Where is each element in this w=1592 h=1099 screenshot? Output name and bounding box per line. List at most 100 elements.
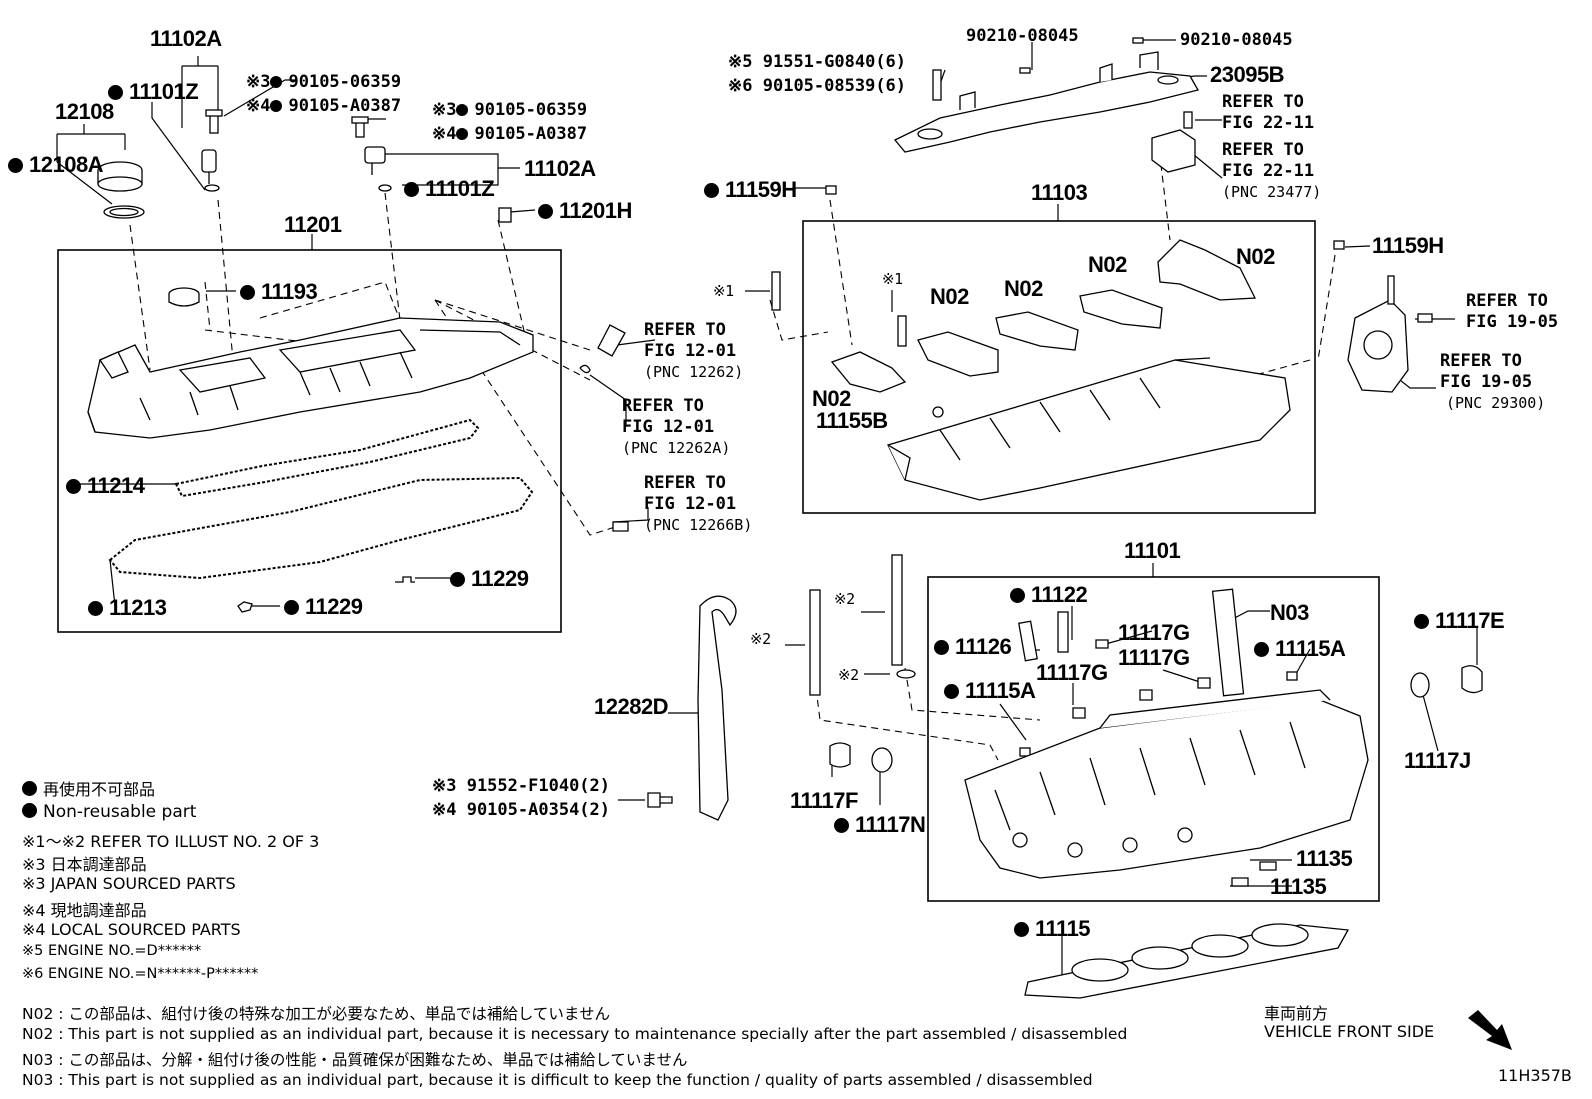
label-11135-a[interactable]: 11135 [1296, 846, 1353, 871]
bolt-ref-22-11 [1183, 111, 1193, 129]
part-number: 90105-A0387 [288, 96, 402, 116]
ref-line2: FIG 22-11 [1222, 161, 1315, 181]
pipe-12266b [612, 521, 629, 532]
label-11115[interactable]: 11115 [1014, 916, 1091, 942]
label-11117e[interactable]: 11117E [1414, 608, 1505, 634]
bearing-cap-3 [995, 311, 1079, 351]
label-11102a-top[interactable]: 11102A [150, 26, 222, 51]
label-11155b[interactable]: 11155B [816, 408, 888, 433]
label-11214[interactable]: 11214 [66, 473, 145, 499]
label-11135-b[interactable]: 11135 [1270, 874, 1327, 899]
label-n02-5[interactable]: N02 [1236, 244, 1275, 269]
legend-local-jp: ※4 現地調達部品 [22, 901, 147, 920]
ref-line2: FIG 12-01 [644, 494, 737, 514]
label-11101[interactable]: 11101 [1124, 538, 1181, 563]
mark: ※4 [246, 96, 271, 116]
label-11213[interactable]: 11213 [88, 595, 167, 621]
label-90105-a0354[interactable]: ※4 90105-A0354(2) [432, 800, 611, 820]
cap-11159h-a [825, 185, 837, 195]
label-text: 11213 [109, 595, 167, 620]
vehicle-front-en: VEHICLE FRONT SIDE [1264, 1022, 1435, 1041]
legend-japan-en: ※3 JAPAN SOURCED PARTS [22, 874, 236, 893]
label-90105-08539[interactable]: ※6 90105-08539(6) [728, 76, 906, 96]
plug-11115a-a [1286, 671, 1298, 681]
label-12108[interactable]: 12108 [55, 99, 114, 124]
label-mark1-b[interactable]: ※1 [882, 270, 903, 288]
label-91551[interactable]: ※5 91551-G0840(6) [728, 52, 906, 72]
label-n02-3[interactable]: N02 [1004, 276, 1043, 301]
ref-pnc: (PNC 23477) [1222, 183, 1322, 201]
vehicle-front-jp: 車両前方 [1264, 1004, 1329, 1023]
label-11117j[interactable]: 11117J [1404, 748, 1471, 773]
label-mark2-c[interactable]: ※2 [838, 666, 859, 684]
label-n02-1[interactable]: N02 [812, 386, 851, 411]
label-11101z-top[interactable]: 11101Z [108, 79, 199, 105]
bearing-cap-2 [917, 331, 999, 377]
label-11115a-b[interactable]: 11115A [944, 678, 1036, 704]
label-12108a[interactable]: 12108A [8, 152, 104, 178]
head-gasket [1024, 923, 1350, 999]
label-n03[interactable]: N03 [1270, 600, 1309, 625]
label-11159h-b[interactable]: 11159H [1372, 233, 1444, 258]
non-reusable-dot-icon [456, 104, 469, 116]
ref-line2: FIG 12-01 [644, 341, 737, 361]
non-reusable-dot-icon [538, 204, 553, 219]
label-11229-b[interactable]: 11229 [284, 594, 363, 620]
part-drawings [87, 37, 1512, 1050]
label-mark2-b[interactable]: ※2 [750, 630, 771, 648]
label-23095b[interactable]: 23095B [1210, 62, 1285, 87]
non-reusable-dot-icon [1254, 642, 1269, 657]
ref-line1: REFER TO [1440, 351, 1522, 371]
chain-guide-12282d [697, 595, 737, 821]
label-11159h-a[interactable]: 11159H [704, 177, 797, 203]
label-n02-4[interactable]: N02 [1088, 252, 1127, 277]
label-11117g-b[interactable]: 11117G [1118, 645, 1190, 670]
part-number: 91551-G0840(6) [762, 52, 907, 72]
cylinder-head [964, 689, 1369, 879]
label-text: 11115A [965, 678, 1036, 703]
label-11122[interactable]: 11122 [1010, 582, 1088, 608]
label-n02-2[interactable]: N02 [930, 284, 969, 309]
label-mark2-a[interactable]: ※2 [834, 590, 855, 608]
legend-engine-d: ※5 ENGINE NO.=D****** [22, 943, 202, 959]
label-11117n[interactable]: 11117N [834, 812, 926, 838]
label-11193[interactable]: 11193 [240, 279, 318, 305]
label-bolt-a-2[interactable]: ※4 90105-A0387 [246, 96, 401, 116]
non-reusable-dot-icon [108, 85, 123, 100]
label-11229-a[interactable]: 11229 [450, 566, 529, 592]
label-12282d[interactable]: 12282D [594, 694, 669, 719]
pin-11122 [1057, 611, 1069, 653]
plug-11117g-b [1197, 677, 1211, 689]
plug-11117f [829, 742, 851, 768]
label-90210-a[interactable]: 90210-08045 [966, 26, 1079, 46]
label-text: 11117N [855, 812, 926, 837]
washer-mark2 [896, 669, 916, 679]
label-11201[interactable]: 11201 [284, 212, 342, 237]
label-11101z-mid[interactable]: 11101Z [404, 176, 495, 202]
label-11117g-c[interactable]: 11117G [1036, 660, 1108, 685]
ref-pnc: (PNC 12266B) [644, 516, 753, 534]
label-11103[interactable]: 11103 [1031, 180, 1088, 205]
label-11117f[interactable]: 11117F [790, 788, 858, 813]
label-11117g-a[interactable]: 11117G [1118, 620, 1190, 645]
label-91552[interactable]: ※3 91552-F1040(2) [432, 776, 611, 796]
label-11115a-a[interactable]: 11115A [1254, 636, 1346, 662]
legend-engine-n: ※6 ENGINE NO.=N******-P****** [22, 966, 259, 982]
label-text: 11159H [725, 177, 797, 202]
label-11102a-mid[interactable]: 11102A [524, 156, 596, 181]
label-90210-b[interactable]: 90210-08045 [1180, 30, 1293, 50]
label-mark1-a[interactable]: ※1 [713, 282, 734, 300]
label-11201h[interactable]: 11201H [538, 198, 632, 224]
label-11126[interactable]: 11126 [934, 634, 1012, 660]
